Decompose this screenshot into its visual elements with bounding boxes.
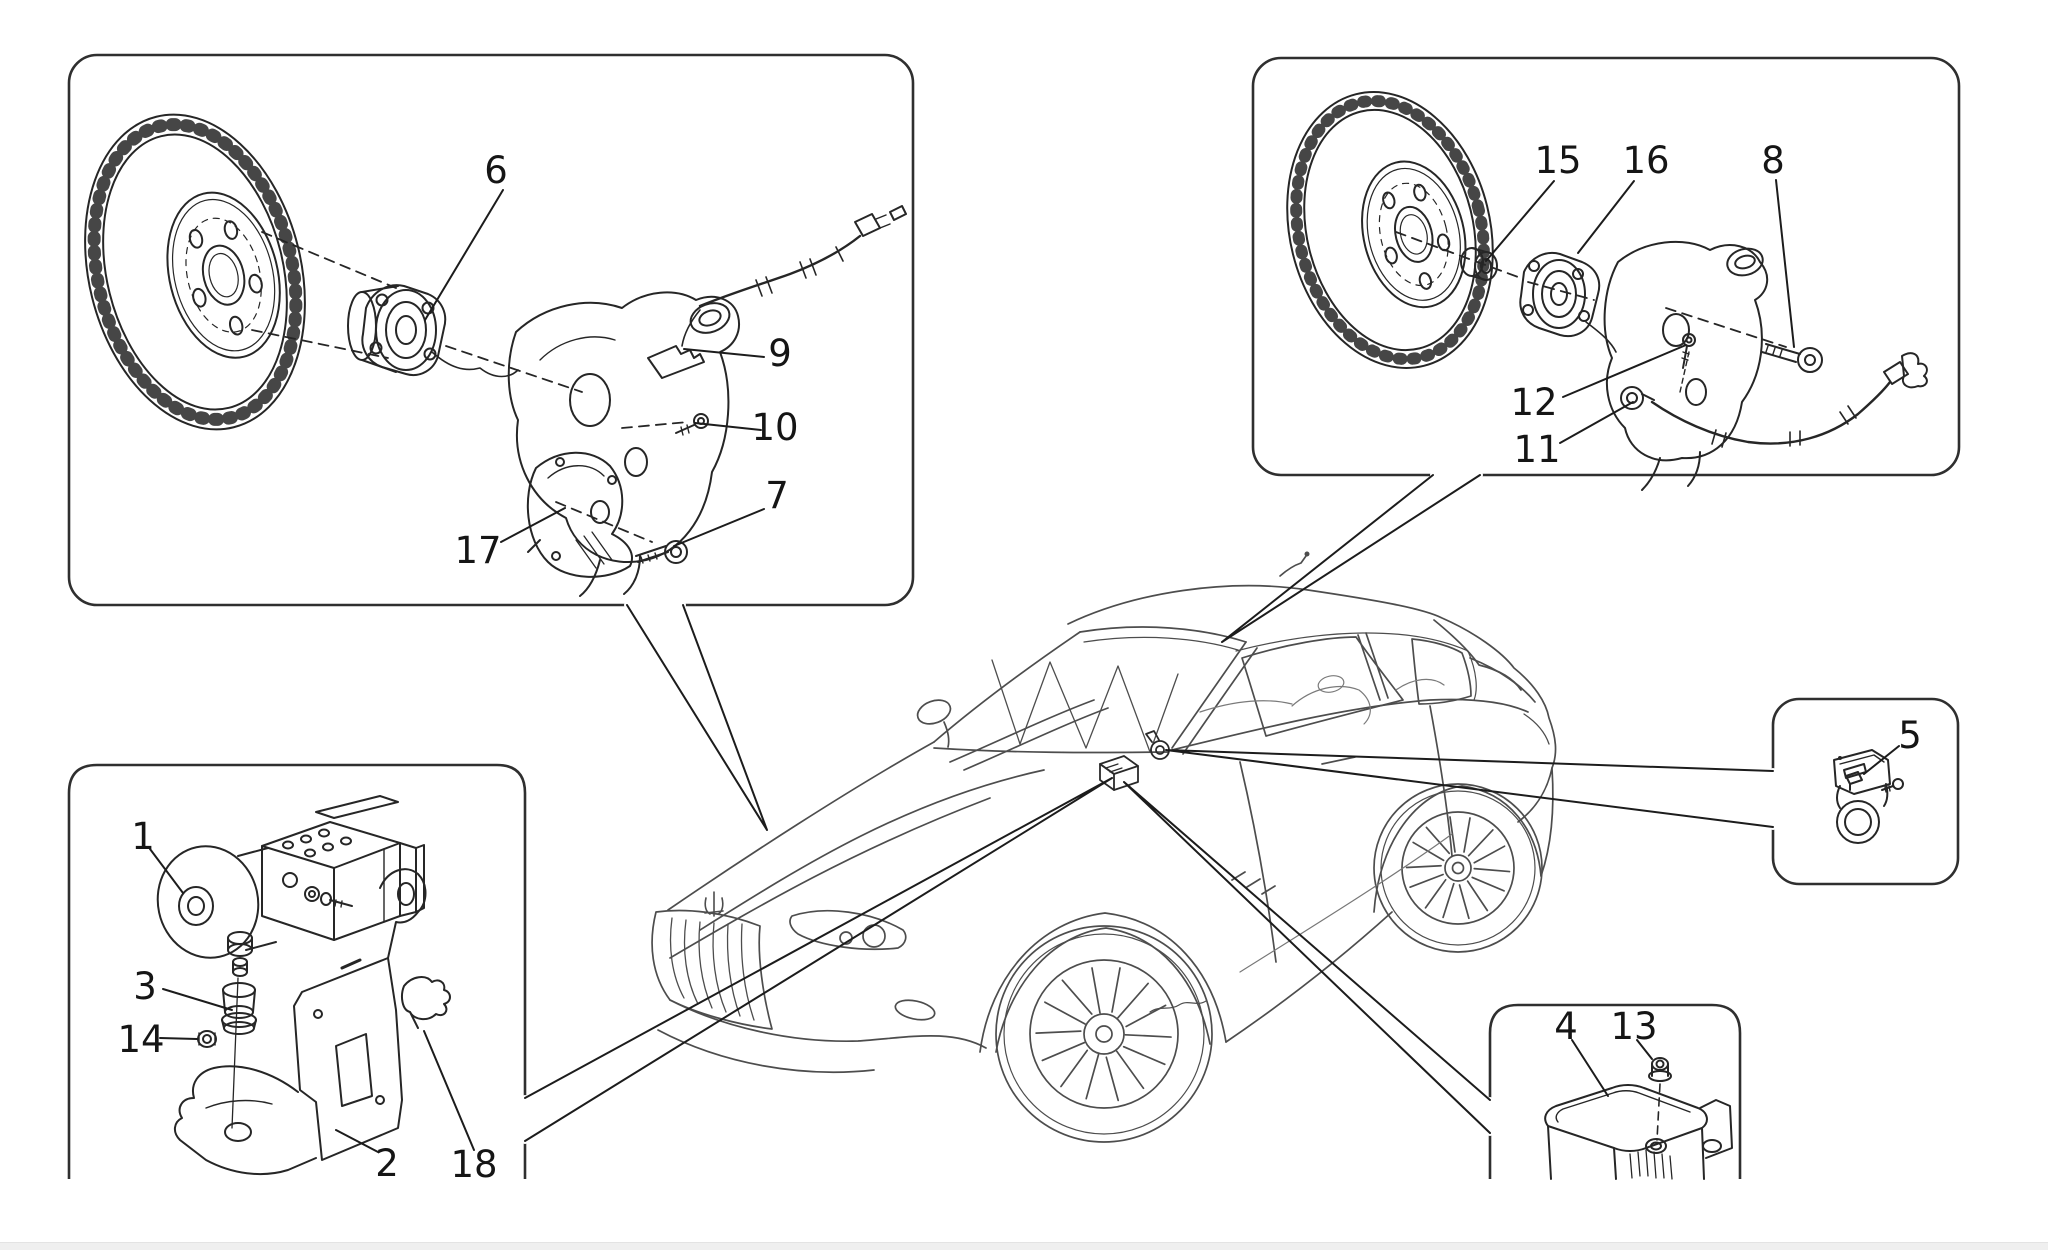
car-grille	[651, 909, 773, 1030]
trident-emblem	[704, 891, 724, 917]
abs-ecu-box	[1544, 1084, 1733, 1180]
callout-17: 17	[454, 529, 501, 572]
assembly-dashes-front	[251, 231, 689, 543]
callout-18: 18	[450, 1143, 497, 1186]
front-abs-sensor-cable	[681, 205, 907, 347]
rubber-mount	[221, 982, 257, 1035]
car-cpillar-line	[1433, 619, 1522, 691]
assembly-dashes-rear	[1395, 231, 1787, 393]
front-brake-disc	[84, 113, 306, 431]
abs-mounting-bracket	[174, 868, 427, 1176]
ecu-connector-on-cowl	[1099, 755, 1139, 791]
sensor-bracket	[647, 345, 705, 379]
assembly-axis	[231, 977, 239, 1129]
brake-splash-shield	[526, 451, 633, 578]
panel-rear-brake-corner	[1251, 56, 1961, 477]
acceleration-sensor-part	[1833, 749, 1904, 844]
callout-leader-lines	[149, 179, 1900, 1153]
ecu-nut	[1648, 1057, 1672, 1082]
front-wheel	[995, 925, 1213, 1143]
wedge-abs-unit-to-car	[524, 777, 1113, 1142]
electronic-control-unit-drawing	[1544, 1057, 1733, 1180]
cable-clip	[401, 976, 451, 1029]
callout-15: 15	[1534, 139, 1581, 182]
panel-abs-hydraulic-unit	[67, 763, 527, 1179]
knuckle-bolt	[1761, 343, 1823, 373]
callout-9: 9	[768, 332, 792, 375]
callout-14: 14	[117, 1018, 164, 1061]
car-roof-tail-outline	[1067, 584, 1557, 823]
panel-front-brake-corner	[67, 53, 915, 607]
antenna	[1279, 555, 1307, 577]
wedge-sensor-to-car	[1165, 749, 1774, 828]
interior-hints	[1199, 675, 1445, 725]
hub-nut	[1460, 247, 1498, 281]
rear-knuckle	[1603, 240, 1769, 491]
car-beltline	[1171, 698, 1529, 751]
callout-7: 7	[765, 474, 789, 517]
callout-16: 16	[1622, 139, 1669, 182]
abs-pump-unit	[156, 795, 425, 977]
callout-11: 11	[1513, 428, 1560, 471]
rear-brake-disc	[1286, 91, 1494, 369]
callout-1: 1	[131, 815, 155, 858]
callout-3: 3	[133, 965, 157, 1008]
sensor-ring-on-cowl	[1145, 730, 1170, 760]
callout-12: 12	[1510, 381, 1557, 424]
wedge-ecu-to-car	[1123, 781, 1491, 1134]
callout-5: 5	[1898, 714, 1922, 757]
sensor-screw	[1681, 333, 1696, 369]
rear-wheel	[1373, 783, 1543, 953]
rear-brake-corner-drawing	[1286, 91, 1928, 491]
abs-hydraulic-unit-drawing	[156, 795, 451, 1176]
callout-numbers: 1 2 3 4 5 6 7 8 9 10 11 12 13 14 15 16 1…	[117, 139, 1921, 1186]
wedge-rear-brake-to-car	[1221, 474, 1481, 643]
front-knuckle	[507, 291, 740, 597]
callout-8: 8	[1761, 139, 1785, 182]
callout-4: 4	[1554, 1005, 1578, 1048]
callout-10: 10	[751, 406, 798, 449]
side-mirror	[916, 699, 952, 725]
front-brake-corner-drawing	[84, 113, 907, 597]
acceleration-sensor-drawing	[1833, 749, 1904, 844]
wedge-front-brake-to-car	[626, 604, 768, 831]
page-footer-strip	[0, 1242, 2048, 1250]
callout-6: 6	[484, 149, 508, 192]
front-wheel-hub	[347, 284, 519, 378]
panel-electronic-control-unit	[1488, 1003, 1742, 1179]
panel-leader-wedges	[522, 472, 1776, 1144]
callout-13: 13	[1610, 1005, 1657, 1048]
shield-bolt	[635, 540, 688, 564]
rear-wheel-hub	[1519, 252, 1617, 353]
car-illustration-granturismo	[651, 551, 1557, 1143]
mount-nut	[197, 1030, 217, 1048]
callout-2: 2	[375, 1142, 399, 1185]
rear-abs-sensor-cable	[1620, 352, 1928, 448]
